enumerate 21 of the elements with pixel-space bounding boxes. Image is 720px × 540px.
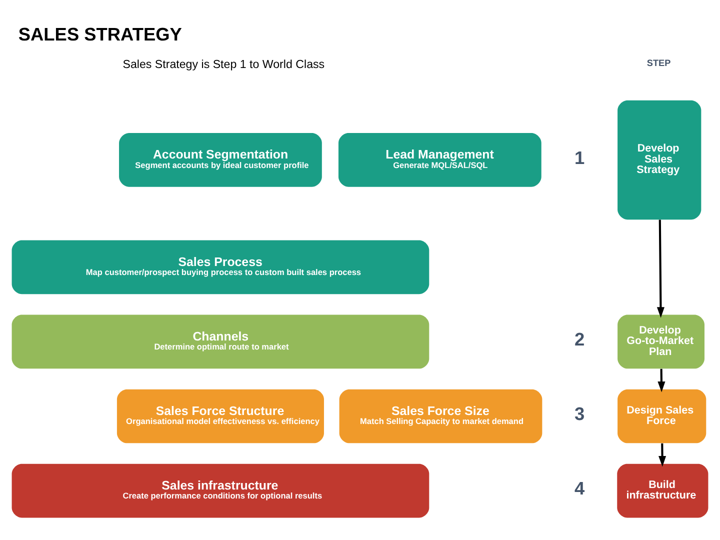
arrow (658, 368, 666, 392)
node-label: 4 (574, 478, 585, 498)
label: STEP (646, 58, 671, 68)
arrow (658, 442, 666, 466)
node-box: Sales Force Size Match Selling Capacity to market demand (339, 388, 542, 443)
diagram-title: SALES STRATEGY (18, 24, 182, 44)
node-box: Sales Force Structure Organisational model effectiveness vs. efficiency (116, 388, 324, 443)
node-box: Design Sales Force (618, 388, 706, 443)
arrow (656, 219, 664, 318)
node-label: 3 (574, 404, 585, 424)
node-box: Channels Determine optimal route to market (12, 314, 430, 368)
node-box: Develop Go-to-Market Plan (618, 314, 704, 368)
label: Sales Strategy is Step 1 to World Class (122, 58, 325, 70)
node-label: 1 (574, 147, 585, 168)
node-box: Sales infrastructure Create performance conditions for optional results (12, 463, 430, 518)
node-box: Sales Process Map customer/prospect buying process to custom built sales process (12, 240, 430, 294)
node-box: Lead Management Generate MQL/SAL/SQL (338, 132, 542, 186)
node-box: Build infrastructure (617, 463, 708, 518)
node-label: 2 (574, 329, 585, 350)
node-box: Account Segmentation Segment accounts by ideal customer profile (119, 132, 322, 186)
node-box: Develop Sales Strategy (618, 100, 702, 220)
